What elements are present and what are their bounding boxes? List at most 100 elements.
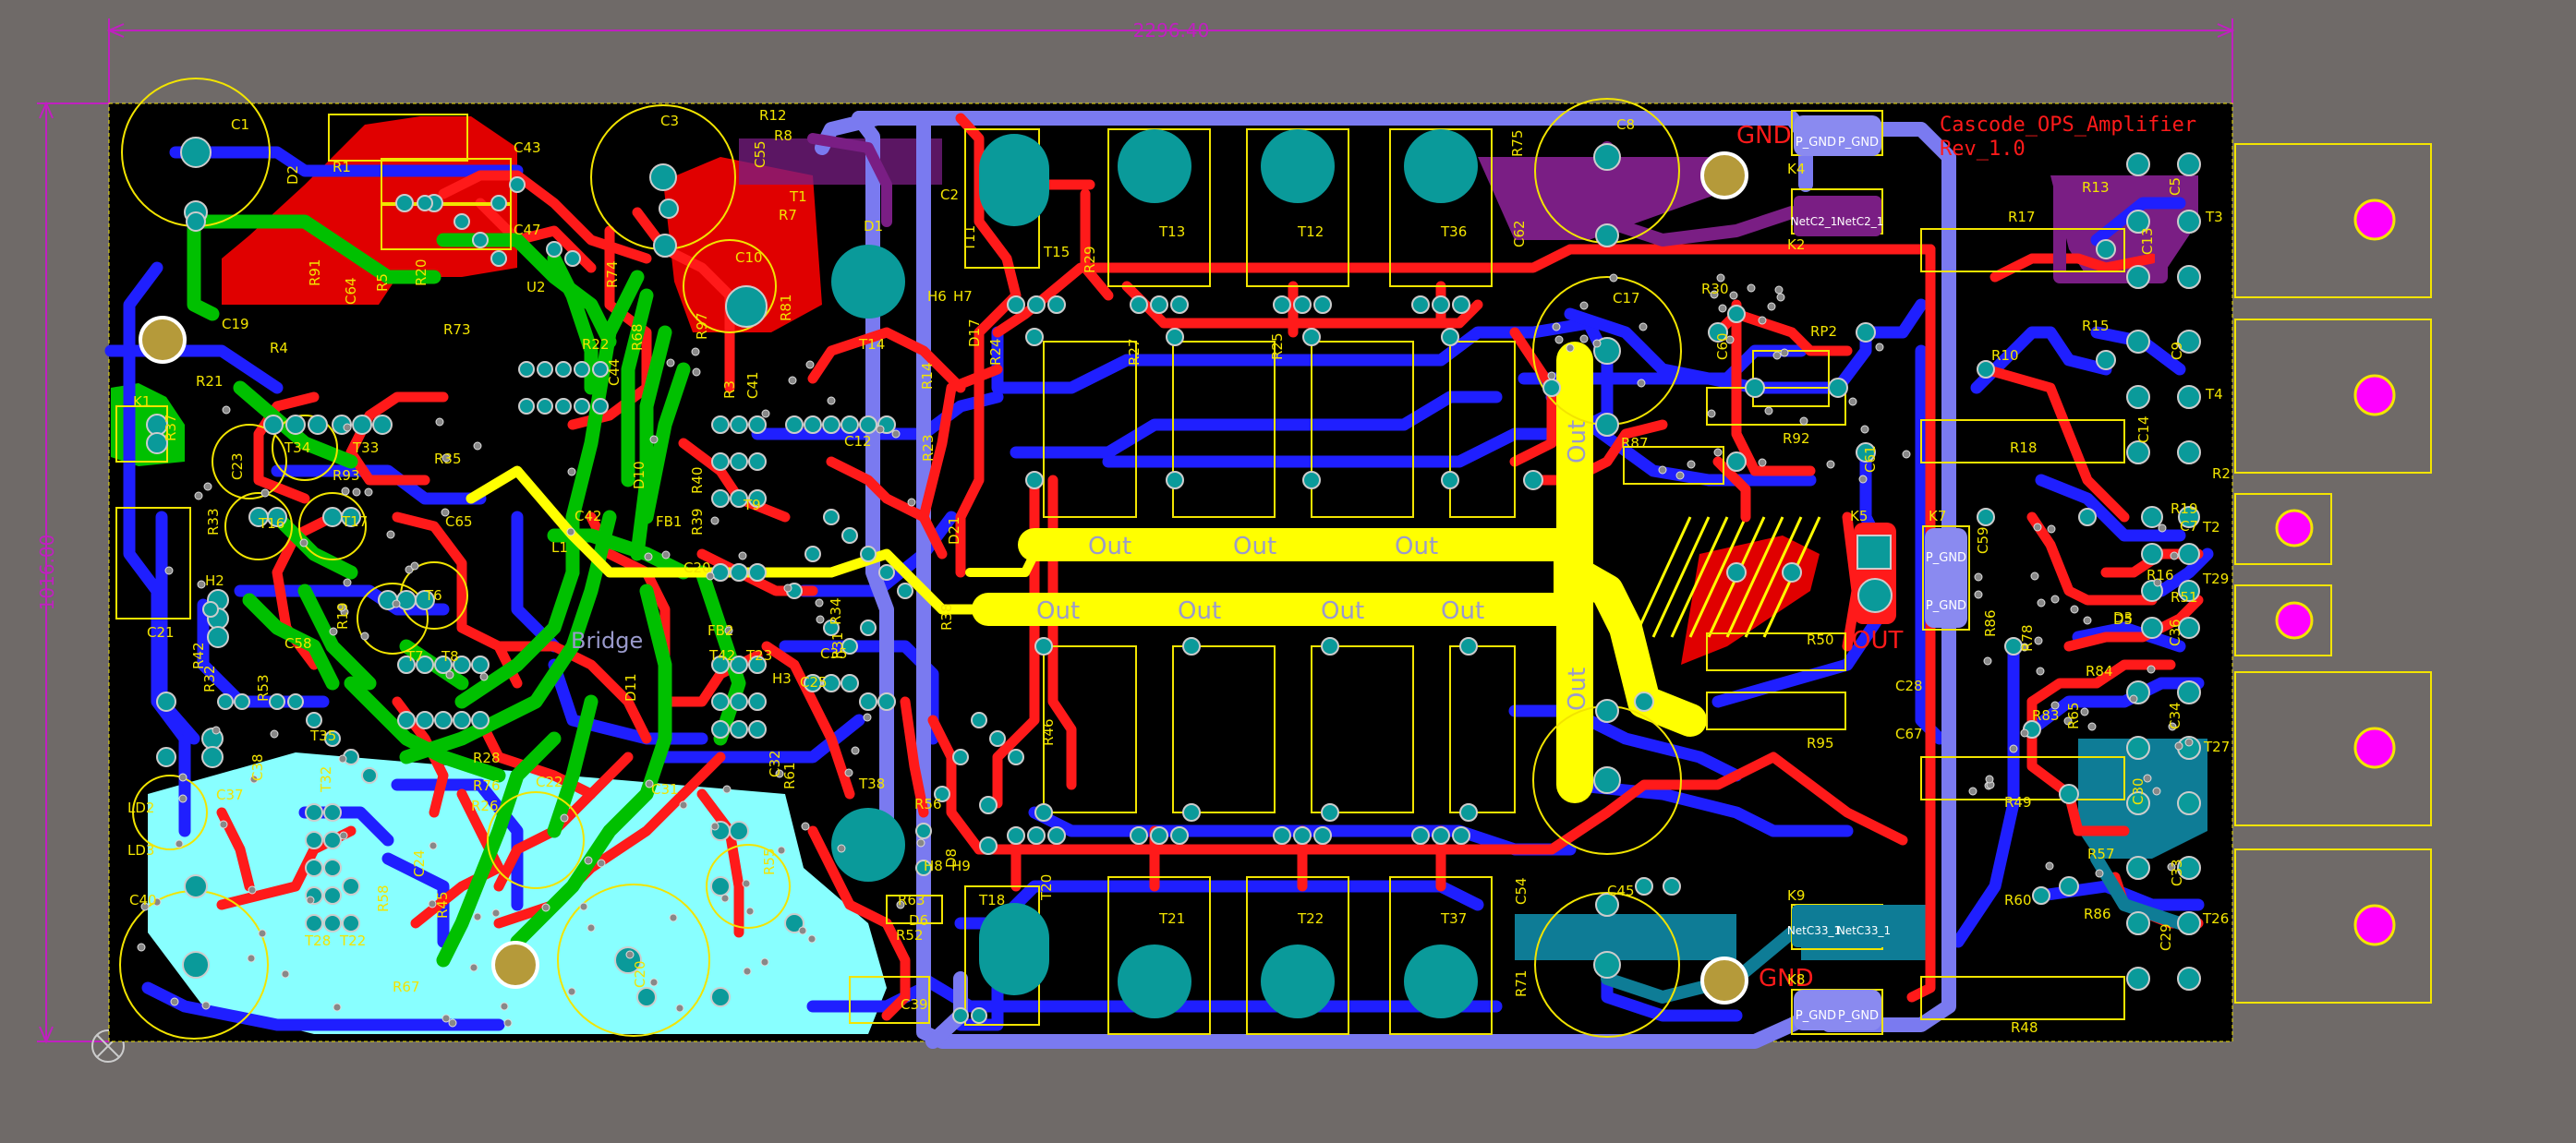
pad[interactable] <box>1635 877 1653 896</box>
pad[interactable] <box>1726 451 1747 472</box>
pad[interactable] <box>2126 736 2150 760</box>
pad[interactable] <box>2126 440 2150 464</box>
pad[interactable] <box>859 415 877 434</box>
pad[interactable] <box>2126 911 2150 935</box>
mounting-holes[interactable] <box>139 151 1748 1005</box>
pad[interactable] <box>1593 766 1621 794</box>
pad[interactable] <box>711 415 730 434</box>
pad[interactable] <box>614 946 642 974</box>
pad[interactable] <box>860 620 877 636</box>
pad[interactable] <box>306 712 322 728</box>
pad[interactable] <box>1182 637 1201 656</box>
pad[interactable] <box>2141 543 2163 565</box>
pad[interactable] <box>1047 295 1066 314</box>
pad[interactable] <box>1459 637 1478 656</box>
pad[interactable] <box>1595 413 1619 437</box>
pad[interactable] <box>2032 886 2050 905</box>
pad[interactable] <box>2178 617 2200 639</box>
pad[interactable] <box>323 914 342 932</box>
pad[interactable] <box>471 656 490 674</box>
pad[interactable] <box>1130 295 1148 314</box>
pad[interactable] <box>785 415 804 434</box>
pad[interactable] <box>2059 876 2079 896</box>
pad[interactable] <box>1025 328 1044 346</box>
pad[interactable] <box>730 415 748 434</box>
pad[interactable] <box>2177 265 2201 289</box>
pad[interactable] <box>323 803 342 822</box>
pad[interactable] <box>711 720 730 739</box>
pad[interactable] <box>1034 637 1053 656</box>
pad[interactable] <box>1166 471 1184 489</box>
pad[interactable] <box>860 546 877 562</box>
connector-k4[interactable]: P_GND P_GND <box>1794 115 1881 156</box>
pad[interactable] <box>1302 328 1321 346</box>
pad[interactable] <box>1027 826 1046 845</box>
pad[interactable] <box>841 674 859 692</box>
connector-k7[interactable]: P_GND P_GND <box>1925 528 1967 628</box>
pad[interactable] <box>269 693 285 710</box>
pad[interactable] <box>146 432 168 454</box>
pad[interactable] <box>1411 826 1430 845</box>
pad[interactable] <box>653 234 677 258</box>
pad[interactable] <box>1170 826 1189 845</box>
pad[interactable] <box>182 951 210 979</box>
pad[interactable] <box>2126 210 2150 234</box>
pad[interactable] <box>416 711 434 729</box>
pad[interactable] <box>878 564 895 581</box>
pad[interactable] <box>823 509 840 525</box>
pad[interactable] <box>156 747 176 767</box>
pad[interactable] <box>1441 328 1459 346</box>
pad[interactable] <box>989 730 1006 747</box>
pad[interactable] <box>2126 152 2150 176</box>
pad[interactable] <box>952 1007 969 1024</box>
pad[interactable] <box>2096 350 2116 370</box>
pad[interactable] <box>1025 471 1044 489</box>
pad[interactable] <box>2126 385 2150 409</box>
connector-k5[interactable] <box>1854 523 1896 624</box>
pad[interactable] <box>1182 803 1201 822</box>
pad[interactable] <box>748 452 767 471</box>
pad[interactable] <box>361 767 378 784</box>
pad[interactable] <box>1708 322 1728 343</box>
pad[interactable] <box>372 415 393 435</box>
pad[interactable] <box>1523 470 1543 490</box>
pad[interactable] <box>804 674 822 692</box>
pad[interactable] <box>2096 239 2116 259</box>
pad[interactable] <box>2177 440 2201 464</box>
pad[interactable] <box>2177 791 2201 815</box>
pad[interactable] <box>324 730 341 747</box>
pad[interactable] <box>323 886 342 905</box>
pad[interactable] <box>305 831 323 849</box>
pad[interactable] <box>1595 893 1619 917</box>
connector-k8[interactable]: P_GND P_GND <box>1794 990 1881 1030</box>
pad[interactable] <box>730 692 748 711</box>
pad[interactable] <box>308 415 328 435</box>
pad[interactable] <box>748 656 767 674</box>
pad[interactable] <box>729 821 749 841</box>
pad[interactable] <box>453 656 471 674</box>
pad[interactable] <box>509 176 526 193</box>
pad[interactable] <box>659 199 679 219</box>
pad[interactable] <box>2177 330 2201 354</box>
pad[interactable] <box>649 163 677 191</box>
pad[interactable] <box>322 507 343 527</box>
pad[interactable] <box>472 232 489 248</box>
pad[interactable] <box>1166 328 1184 346</box>
pad[interactable] <box>748 720 767 739</box>
pad[interactable] <box>1150 826 1168 845</box>
pad[interactable] <box>859 692 877 711</box>
pad[interactable] <box>804 415 822 434</box>
pad[interactable] <box>711 692 730 711</box>
power-transistor-pads[interactable] <box>831 129 1478 1018</box>
pad[interactable] <box>804 546 821 562</box>
pad[interactable] <box>234 693 250 710</box>
pad[interactable] <box>518 361 535 378</box>
pad[interactable] <box>1007 826 1025 845</box>
pad[interactable] <box>1273 826 1291 845</box>
pad[interactable] <box>1293 295 1312 314</box>
pad[interactable] <box>1595 223 1619 247</box>
pad[interactable] <box>417 195 433 211</box>
pad[interactable] <box>725 285 768 328</box>
pad[interactable] <box>2141 617 2163 639</box>
